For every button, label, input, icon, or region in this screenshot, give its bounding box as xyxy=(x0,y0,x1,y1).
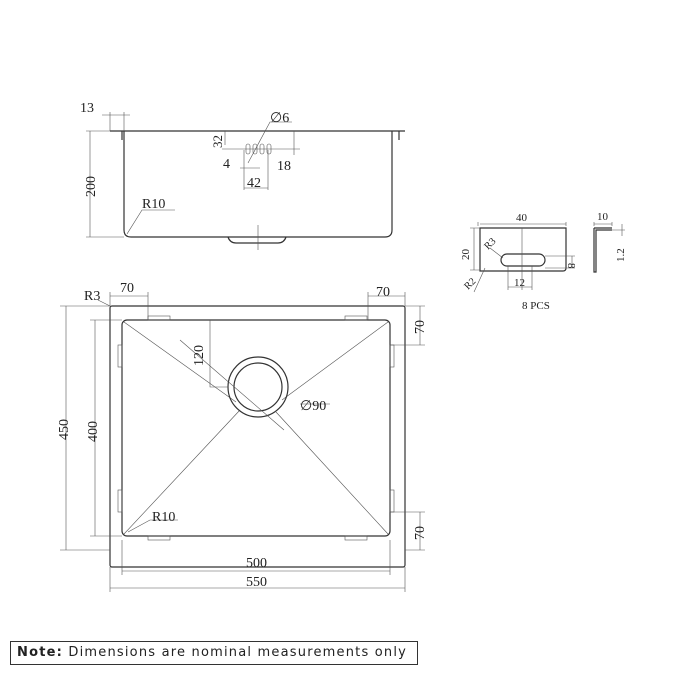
dim-bracket-thickness: 1.2 xyxy=(615,248,627,262)
dim-outer-width: 550 xyxy=(246,575,267,590)
dim-clip-right: 70 xyxy=(376,285,390,300)
bracket-quantity: 8 PCS xyxy=(522,300,550,312)
dim-bracket-length: 40 xyxy=(516,212,528,224)
top-view: R3 70 70 70 70 450 400 120 ∅90 R10 500 5… xyxy=(57,281,428,592)
note-box: Note: Dimensions are nominal measurement… xyxy=(10,641,418,665)
dim-inner-width: 500 xyxy=(246,556,267,571)
dim-clip-bottom-right: 70 xyxy=(413,526,428,540)
dim-hole-gap: 4 xyxy=(223,157,230,172)
side-view: 13 200 R10 ∅6 32 4 42 18 xyxy=(80,101,405,250)
dim-bracket-height: 20 xyxy=(460,249,472,261)
dim-depth: 200 xyxy=(84,176,99,197)
bracket-detail: 40 20 R3 8 12 R2 8 PCS 10 1.2 xyxy=(460,211,627,312)
dim-slot-height: 8 xyxy=(565,263,577,269)
dim-hole-height: 18 xyxy=(277,159,291,174)
dim-hole-dia: ∅6 xyxy=(270,111,289,126)
dim-corner-radius: R3 xyxy=(84,289,100,304)
dim-slot-length: 12 xyxy=(514,277,525,289)
dim-radius: R10 xyxy=(142,197,165,212)
dim-hole-offset: 32 xyxy=(210,135,225,148)
note-label: Note: xyxy=(17,645,64,660)
dim-outer-depth: 450 xyxy=(57,419,72,440)
dim-bracket-leg: 10 xyxy=(597,211,609,223)
dim-slot-radius: R3 xyxy=(482,236,498,252)
note-text: Dimensions are nominal measurements only xyxy=(63,645,408,660)
dim-flange: 13 xyxy=(80,101,94,116)
dim-inner-radius: R10 xyxy=(152,510,175,525)
dim-corner-radius: R2 xyxy=(462,276,478,292)
dim-clip-top-right: 70 xyxy=(413,320,428,334)
dim-clip-left: 70 xyxy=(120,281,134,296)
dim-hole-span: 42 xyxy=(247,176,261,191)
dim-inner-depth: 400 xyxy=(86,421,101,442)
dim-drain-dia: ∅90 xyxy=(300,399,326,414)
dim-drain-offset: 120 xyxy=(192,345,207,366)
